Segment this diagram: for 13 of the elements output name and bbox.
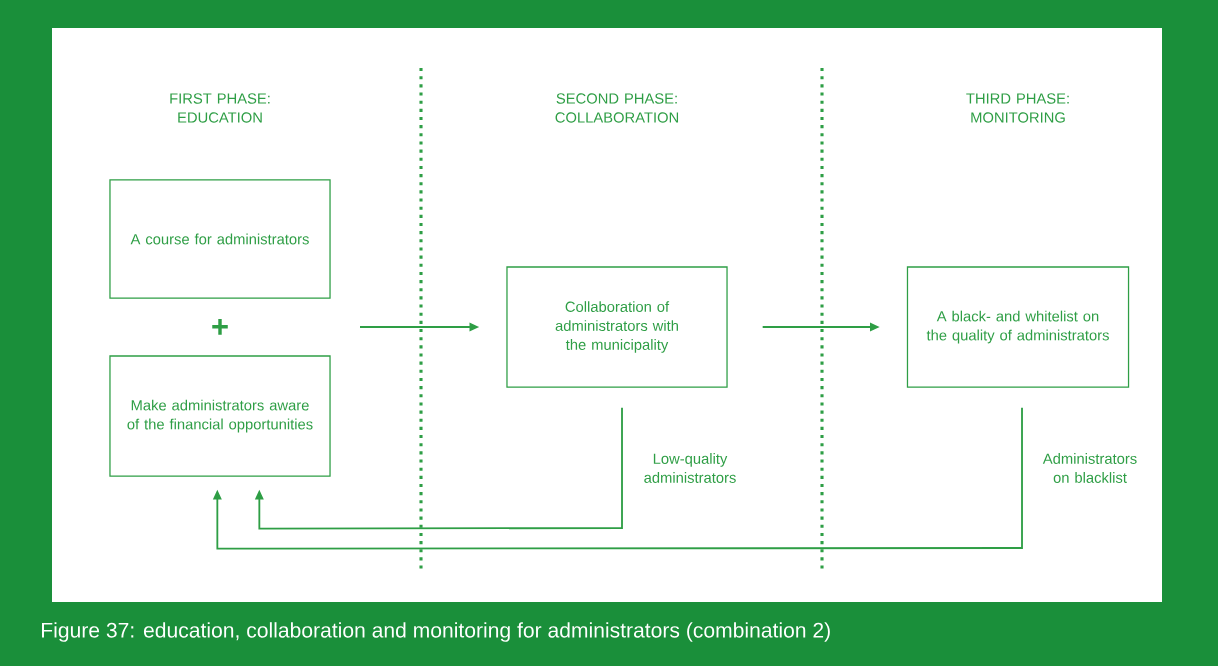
caption: Figure 37: education, collaboration and monitoring for administrators (combination 2) (42, 622, 830, 642)
phase-heading: SECOND PHASE: COLLABORATION (555, 93, 679, 123)
arrow (254, 406, 623, 530)
process-box: A course for administrators (109, 179, 331, 299)
edge-label: Low-quality administrators (644, 453, 736, 483)
process-box: A black- and whitelist on the quality of administrators (906, 266, 1130, 388)
arrow (212, 406, 1023, 550)
phase-heading: THIRD PHASE: MONITORING (966, 93, 1069, 123)
process-box: Collaboration of administrators with the municipality (506, 266, 728, 388)
plus-sign: + (212, 318, 228, 335)
edge-label: Administrators on blacklist (1042, 453, 1137, 483)
phase-heading: FIRST PHASE: EDUCATION (170, 93, 270, 123)
process-box: Make administrators aware of the financial opportunities (109, 355, 331, 477)
